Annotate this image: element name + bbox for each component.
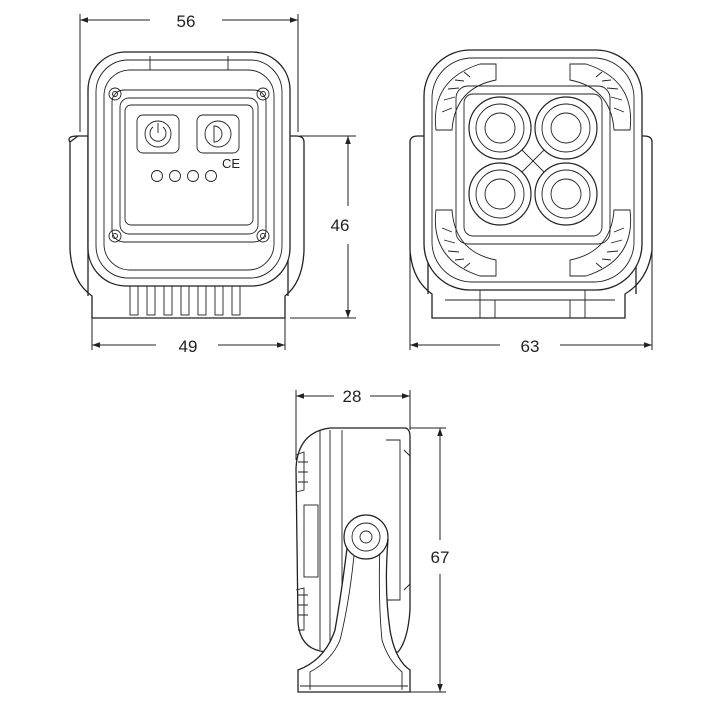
rear-panel: [111, 89, 267, 243]
rear-screws: [108, 87, 270, 243]
rear-bracket: [68, 135, 305, 319]
rear-view: CE 56 46 49: [68, 12, 356, 356]
lens-frame: [455, 85, 611, 245]
mode-button-icon: [196, 114, 240, 154]
pivot-knob-icon: [343, 514, 389, 560]
rear-width-top-label: 56: [177, 12, 196, 31]
rear-vents: [129, 284, 241, 316]
rear-housing: [87, 51, 291, 287]
power-button-icon: [136, 114, 180, 154]
battery-indicator-leds: [151, 170, 217, 182]
side-depth-label: 28: [343, 387, 362, 406]
side-height-label: 67: [431, 548, 450, 567]
side-view: 28 67: [295, 387, 450, 693]
rear-width-bottom-label: 49: [179, 337, 198, 356]
front-view: 63: [409, 49, 653, 356]
front-width-label: 63: [521, 337, 540, 356]
ce-mark: CE: [222, 156, 240, 171]
led-lenses: [468, 96, 598, 226]
rear-height-label: 46: [331, 216, 350, 235]
